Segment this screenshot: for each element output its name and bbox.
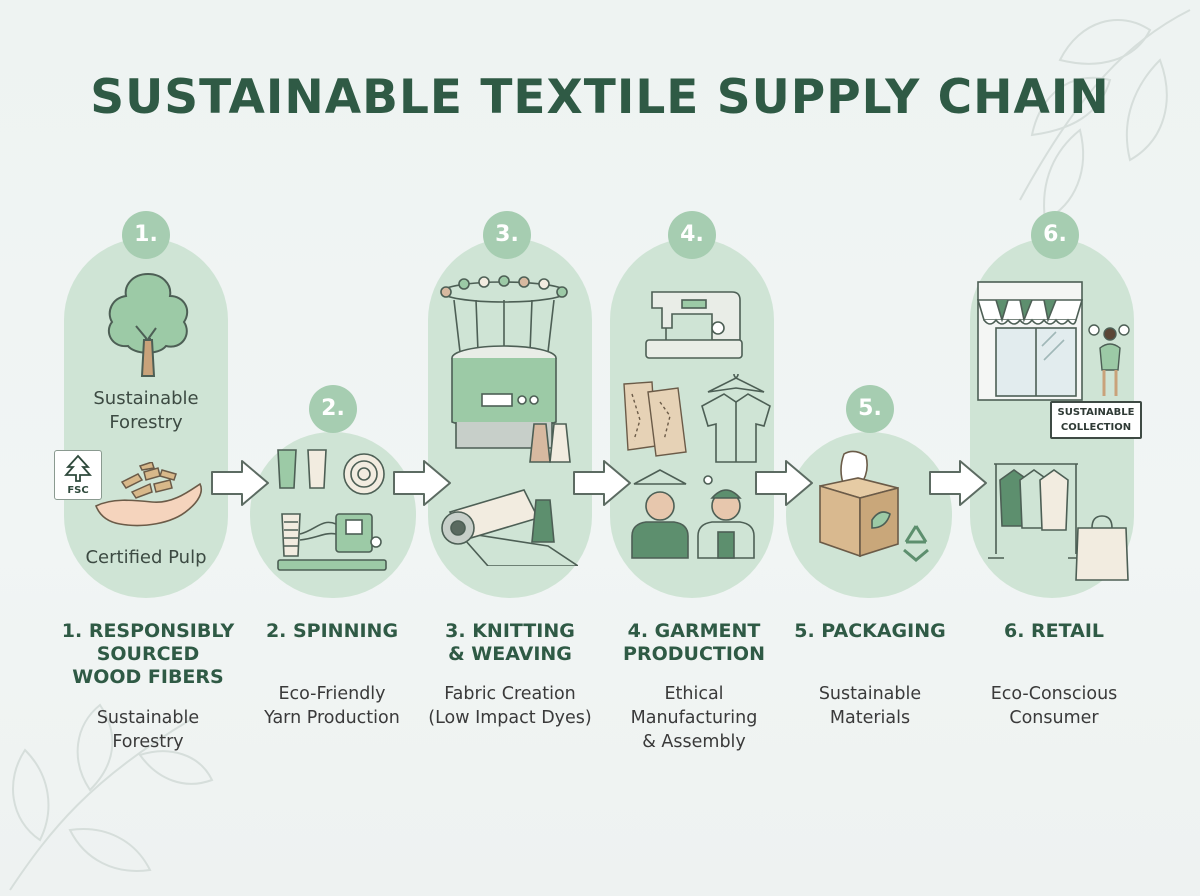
step-5-title: 5. PACKAGING: [794, 620, 946, 642]
step-4-description: Ethical Manufacturing & Assembly: [630, 684, 758, 752]
step-5-badge: 5.: [846, 385, 894, 433]
shopping-bag-icon: [1075, 515, 1129, 581]
fabric-roll-icon: [441, 489, 578, 566]
spinning-machine-icon: [277, 449, 387, 571]
sewing-machine-icon: [645, 291, 743, 359]
arrow-right-icon: [755, 460, 813, 506]
arrow-right-icon: [573, 460, 631, 506]
sustainable-collection-sign: SUSTAINABLE COLLECTION: [1050, 401, 1142, 439]
decorative-leaves-top-right-icon: [1019, 9, 1191, 222]
step-2-description: Eco-Friendly Yarn Production: [264, 684, 400, 728]
patterns-icon: [623, 381, 687, 457]
step-1-pill-label-forestry: Sustainable Forestry: [93, 388, 199, 433]
page-title: SUSTAINABLE TEXTILE SUPPLY CHAIN: [90, 70, 1110, 125]
step-1-pill-label-pulp: Certified Pulp: [85, 547, 207, 568]
step-1-badge: 1.: [122, 211, 170, 259]
fsc-logo: FSC: [54, 450, 102, 500]
arrow-right-icon: [929, 460, 987, 506]
wood-chips-hand-icon: [94, 462, 203, 527]
step-4-title: 4. GARMENT PRODUCTION: [623, 620, 765, 665]
storefront-icon: [976, 281, 1084, 401]
step-3-title: 3. KNITTING & WEAVING: [445, 620, 575, 665]
step-6-title: 6. RETAIL: [1003, 620, 1105, 642]
arrow-right-icon: [211, 460, 269, 506]
decorative-leaves-bottom-left-icon: [9, 703, 214, 891]
step-3-description: Fabric Creation (Low Impact Dyes): [428, 684, 592, 728]
shirt-icon: [701, 374, 771, 463]
step-1-title: 1. RESPONSIBLY SOURCED WOOD FIBERS: [61, 620, 235, 688]
box-icon: [819, 450, 899, 558]
step-2-badge: 2.: [309, 385, 357, 433]
step-4-badge: 4.: [668, 211, 716, 259]
recycle-icon: [903, 525, 929, 562]
step-6-badge: 6.: [1031, 211, 1079, 259]
step-1-description: Sustainable Forestry: [96, 708, 200, 752]
arrow-right-icon: [393, 460, 451, 506]
step-3-badge: 3.: [483, 211, 531, 259]
clothing-rack-icon: [988, 463, 1084, 559]
tree-icon: [107, 272, 189, 377]
workers-icon: [631, 469, 755, 559]
step-6-description: Eco-Conscious Consumer: [990, 684, 1118, 728]
step-2-title: 2. SPINNING: [265, 620, 399, 642]
step-5-description: Sustainable Materials: [818, 684, 922, 728]
customer-icon: [1088, 324, 1130, 396]
knitting-machine-icon: [440, 275, 571, 463]
